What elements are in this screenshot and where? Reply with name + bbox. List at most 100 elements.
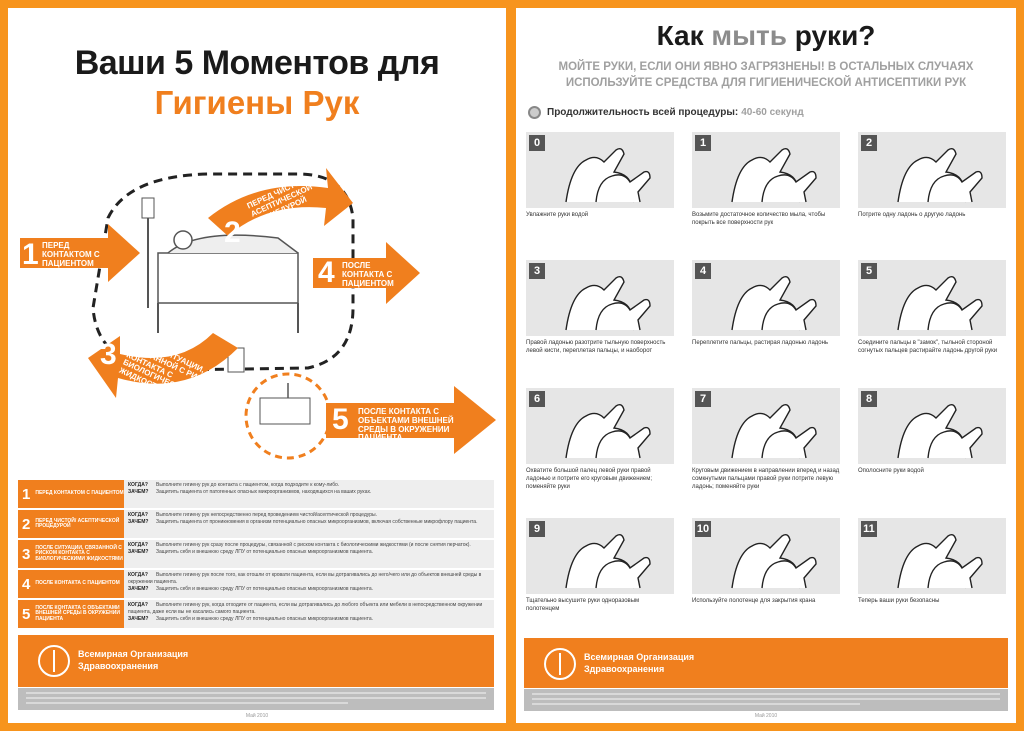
clock-icon xyxy=(528,106,541,119)
step-illustration: 6 xyxy=(526,388,674,464)
step-caption: Увлажните руки водой xyxy=(526,212,589,218)
when-label: КОГДА? xyxy=(128,512,148,518)
five-moments-poster: Ваши 5 Моментов для Гигиены Рук xyxy=(8,8,506,723)
hands-icon xyxy=(565,275,651,331)
hands-icon xyxy=(731,275,817,331)
step-illustration: 10 xyxy=(692,518,840,594)
row-number: 4 xyxy=(22,575,31,593)
fine-print xyxy=(18,688,494,710)
why-label: ЗАЧЕМ? xyxy=(128,549,149,555)
step-illustration: 7 xyxy=(692,388,840,464)
step-number: 10 xyxy=(695,521,711,537)
org-name-line2: Здравоохранения xyxy=(584,663,665,674)
why-text: Защитить себя и внешнюю среду ЛПУ от пот… xyxy=(156,586,374,592)
duration-line: Продолжительность всей процедуры: 40-60 … xyxy=(528,106,804,119)
row-heading: ПОСЛЕ КОНТАКТА С ПАЦИЕНТОМ xyxy=(35,580,120,587)
moment-3-arrow xyxy=(88,333,238,398)
step-illustration: 0 xyxy=(526,132,674,208)
step-caption: Возьмите достаточное количество мыла, чт… xyxy=(692,212,826,226)
step-caption: Правой ладонью разотрите тыльную поверхн… xyxy=(526,340,666,354)
when-text: Выполните гигиену рук, когда отходите от… xyxy=(128,602,483,615)
hands-icon xyxy=(731,533,817,589)
environment-illustration xyxy=(259,383,311,425)
hands-icon xyxy=(897,275,983,331)
duration-value: 40-60 секунд xyxy=(741,107,804,118)
step-caption: Потрите одну ладонь о другую ладонь xyxy=(858,212,966,218)
when-text: Выполните гигиену рук сразу после процед… xyxy=(156,542,471,548)
poster-title: Как мыть руки? xyxy=(656,20,876,51)
moment-5-arrow xyxy=(326,386,496,454)
step-caption: Ополосните руки водой xyxy=(858,468,924,474)
moment-1-number: 1 xyxy=(22,238,39,271)
step-illustration: 11 xyxy=(858,518,1006,594)
step-number: 7 xyxy=(695,391,711,407)
hands-icon xyxy=(897,403,983,459)
row-number: 1 xyxy=(22,485,31,503)
row-heading: ПЕРЕД КОНТАКТОМ С ПАЦИЕНТОМ xyxy=(35,490,124,497)
row-heading: ПОСЛЕ СИТУАЦИИ, СВЯЗАННОЙ С РИСКОМ КОНТА… xyxy=(35,544,123,562)
poster-date: Май 2010 xyxy=(754,713,778,719)
step-caption: Теперь ваши руки безопасны xyxy=(858,598,940,604)
hands-icon xyxy=(565,147,651,203)
step-illustration: 9 xyxy=(526,518,674,594)
when-text: Выполните гигиену рук непосредственно пе… xyxy=(156,512,377,518)
poster-date: Май 2010 xyxy=(245,713,269,719)
when-text: Выполните гигиену рук до контакта с паци… xyxy=(156,482,340,488)
why-text: Защитить себя и внешнюю среду ЛПУ от пот… xyxy=(156,616,374,622)
moment-5-label: ПОСЛЕ КОНТАКТА С ОБЪЕКТАМИ ВНЕШНЕЙ СРЕДЫ… xyxy=(358,407,454,443)
moment-4-number: 4 xyxy=(318,256,335,289)
step-caption: Охватите большой палец левой руки правой… xyxy=(526,468,653,490)
moment-4-label: ПОСЛЕ КОНТАКТА С ПАЦИЕНТОМ xyxy=(342,261,394,288)
moment-4-arrow xyxy=(313,242,420,304)
moments-diagram-graphic xyxy=(20,168,496,460)
step-illustration: 1 xyxy=(692,132,840,208)
hands-icon xyxy=(731,403,817,459)
step-illustration: 2 xyxy=(858,132,1006,208)
step-illustration: 4 xyxy=(692,260,840,336)
org-name-line1: Всемирная Организация xyxy=(584,652,695,662)
why-label: ЗАЧЕМ? xyxy=(128,489,149,495)
who-emblem-icon xyxy=(544,648,576,680)
hands-icon xyxy=(565,533,651,589)
hands-icon xyxy=(897,533,983,589)
row-number: 2 xyxy=(22,515,31,533)
step-caption: Соедините пальцы в "замок", тыльной стор… xyxy=(858,340,998,354)
why-text: Защитить пациента от проникновения в орг… xyxy=(156,519,478,525)
why-text: Защитить пациента от патогенных опасных … xyxy=(156,489,372,495)
moments-diagram: 1 ПЕРЕД КОНТАКТОМ С ПАЦИЕНТОМ 2 ПЕРЕД ЧИ… xyxy=(8,158,506,478)
when-label: КОГДА? xyxy=(128,482,148,488)
poster-title-line1: Ваши 5 Моментов для xyxy=(74,44,440,82)
moment-5-number: 5 xyxy=(332,403,349,436)
moment-2-arrow xyxy=(208,168,353,236)
step-illustration: 3 xyxy=(526,260,674,336)
step-number: 3 xyxy=(529,263,545,279)
when-label: КОГДА? xyxy=(128,602,148,608)
when-label: КОГДА? xyxy=(128,542,148,548)
hands-icon xyxy=(897,147,983,203)
step-number: 11 xyxy=(861,521,877,537)
table-row: 2 ПЕРЕД ЧИСТОЙ/ АСЕПТИЧЕСКОЙ ПРОЦЕДУРОЙ К… xyxy=(18,510,494,538)
when-label: КОГДА? xyxy=(128,572,148,578)
table-row: 1 ПЕРЕД КОНТАКТОМ С ПАЦИЕНТОМ КОГДА? Выпол… xyxy=(18,480,494,508)
poster-title-line2: Гигиены Рук xyxy=(154,84,360,121)
step-number: 0 xyxy=(529,135,545,151)
row-number: 5 xyxy=(22,605,31,623)
row-heading: ПЕРЕД ЧИСТОЙ/ АСЕПТИЧЕСКОЙ ПРОЦЕДУРОЙ xyxy=(35,517,120,529)
step-number: 8 xyxy=(861,391,877,407)
step-illustration: 5 xyxy=(858,260,1006,336)
moment-2-number: 2 xyxy=(224,216,241,249)
handwashing-poster: Как мыть руки? МОЙТЕ РУКИ, ЕСЛИ ОНИ ЯВНО… xyxy=(516,8,1016,723)
hands-icon xyxy=(731,147,817,203)
step-number: 4 xyxy=(695,263,711,279)
when-text: Выполните гигиену рук после того, как от… xyxy=(128,572,482,585)
